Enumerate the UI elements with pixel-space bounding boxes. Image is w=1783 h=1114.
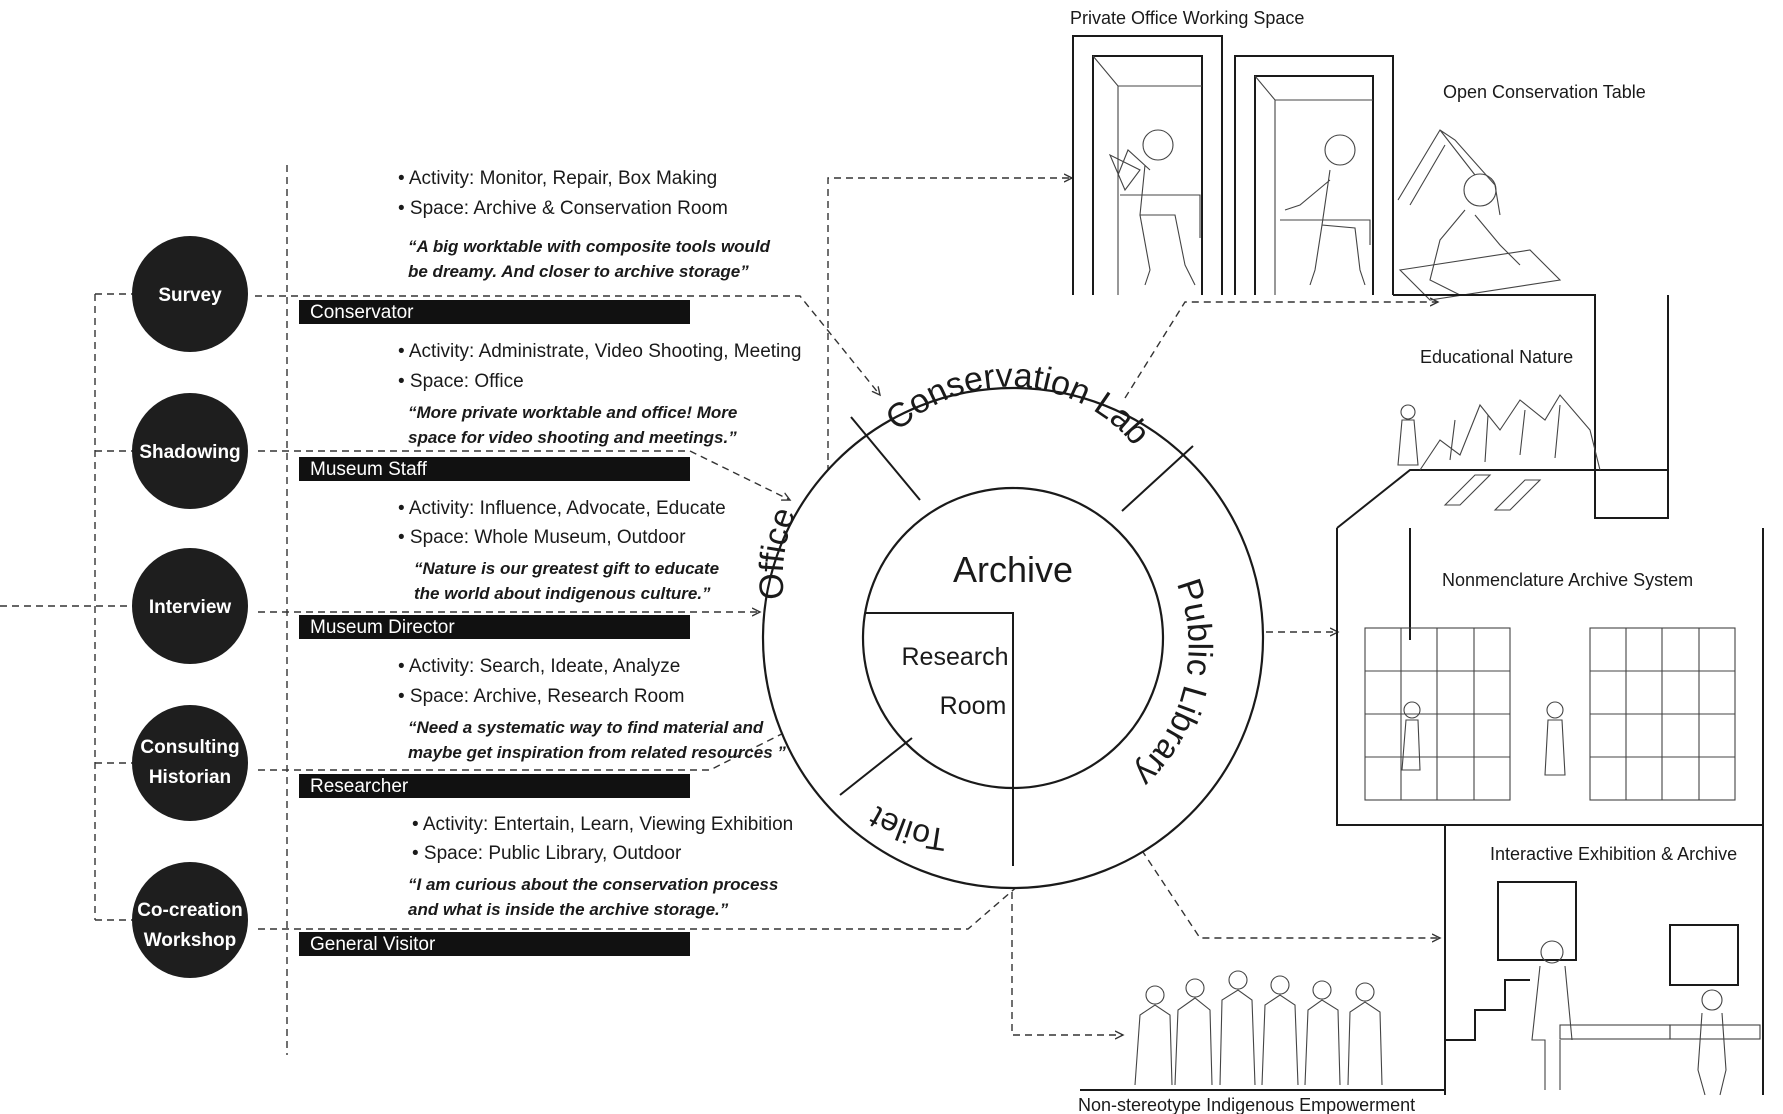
flow-lab-to-table	[1124, 302, 1438, 399]
persona-space: • Space: Public Library, Outdoor	[412, 843, 682, 864]
method-circle-co-creation-workshop: Co-creation Workshop	[132, 862, 248, 978]
space-ring: Archive Research Room Conservation Lab P…	[752, 357, 1265, 890]
ring-divider	[1121, 445, 1194, 512]
scene-title-private-office: Private Office Working Space	[1070, 8, 1304, 28]
person-sketch-writer	[1284, 134, 1366, 286]
archive-label: Archive	[953, 549, 1073, 590]
method-label-interview: Interview	[149, 597, 232, 618]
exhibit-bench	[1669, 1024, 1761, 1040]
persona-activity: • Activity: Administrate, Video Shooting…	[398, 341, 801, 362]
persona-role-label: Researcher	[310, 776, 409, 797]
shelving-unit-left	[1364, 627, 1511, 801]
exhibition-room-outline	[1444, 825, 1764, 1095]
scene-title-archive-system: Nonmenclature Archive System	[1442, 570, 1693, 590]
scene-title-educational-nature: Educational Nature	[1420, 347, 1573, 367]
scene-archive-system: Nonmenclature Archive System	[1336, 528, 1764, 826]
flow-conservator-to-lab	[255, 295, 880, 395]
scene-open-table: Open Conservation Table	[1393, 82, 1669, 519]
scene-title-interactive-exhibition: Interactive Exhibition & Archive	[1490, 844, 1737, 864]
research-room-label-2: Room	[940, 692, 1007, 720]
method-connectors	[95, 293, 135, 921]
group-sketch-dancers	[1134, 970, 1383, 1086]
persona-role-label: Conservator	[310, 302, 414, 323]
research-room-label-1: Research	[902, 643, 1009, 671]
booth-frame-left	[1072, 35, 1223, 295]
method-label-consulting: Consulting	[140, 737, 239, 758]
ring-divider	[850, 416, 921, 501]
persona-role-bar	[299, 615, 690, 639]
persona-space: • Space: Archive & Conservation Room	[398, 198, 728, 219]
exhibition-steps	[1445, 979, 1530, 1041]
flow-toilet-to-empowerment	[1011, 868, 1123, 1035]
person-sketch-browsers	[1401, 701, 1566, 776]
research-room-outline	[865, 612, 1014, 788]
persona-quote-line: “Need a systematic way to find material …	[408, 718, 764, 737]
booth-frame-right	[1234, 55, 1394, 295]
persona-role-label: General Visitor	[310, 934, 436, 955]
exhibit-frame	[1497, 881, 1577, 961]
persona-quote-line: “More private worktable and office! More	[408, 403, 737, 422]
vegetation-sketch	[1419, 394, 1601, 471]
scene-interactive-exhibition: Interactive Exhibition & Archive	[1444, 825, 1764, 1096]
method-circle-shadowing: Shadowing	[132, 393, 248, 509]
method-label-survey: Survey	[158, 285, 222, 306]
persona-quote-line: be dreamy. And closer to archive storage…	[408, 262, 749, 281]
flow-office-to-private	[827, 178, 1072, 508]
persona-activity: • Activity: Search, Ideate, Analyze	[398, 656, 680, 677]
persona-role-bar	[299, 300, 690, 324]
exhibit-frame	[1669, 924, 1739, 986]
method-label-workshop: Workshop	[144, 930, 237, 951]
nature-platform-edge	[1336, 469, 1668, 529]
persona-quote-line: “A big worktable with composite tools wo…	[408, 237, 771, 256]
persona-block-researcher: • Activity: Search, Ideate, Analyze • Sp…	[299, 656, 786, 798]
method-label-co-creation: Co-creation	[137, 900, 243, 921]
person-sketch-visitor	[1531, 940, 1727, 1096]
persona-block-general-visitor: • Activity: Entertain, Learn, Viewing Ex…	[299, 814, 793, 956]
scene-title-open-table: Open Conservation Table	[1443, 82, 1646, 102]
persona-quote-line: and what is inside the archive storage.”	[408, 900, 729, 919]
scene-private-office: Private Office Working Space	[1070, 8, 1394, 295]
shelving-unit-right	[1589, 627, 1736, 801]
persona-role-bar	[299, 457, 690, 481]
method-circle-consulting-historian: Consulting Historian	[132, 705, 248, 821]
persona-quote-line: the world about indigenous culture.”	[414, 584, 711, 603]
persona-activity: • Activity: Entertain, Learn, Viewing Ex…	[412, 814, 793, 835]
persona-role-bar	[299, 932, 690, 956]
method-circle-survey: Survey	[132, 236, 248, 352]
table-platform-outline	[1440, 294, 1669, 519]
flow-staff-to-office	[258, 450, 790, 500]
method-circle-interview: Interview	[132, 548, 248, 664]
person-sketch-conservator	[1429, 173, 1521, 296]
method-label-historian: Historian	[149, 767, 231, 788]
method-timeline	[0, 165, 288, 1055]
persona-quote-line: “Nature is our greatest gift to educate	[414, 559, 719, 578]
persona-block-conservator: • Activity: Monitor, Repair, Box Making …	[299, 168, 771, 324]
flow-library-to-exhibition	[1134, 839, 1440, 938]
person-sketch-guide	[1397, 404, 1419, 466]
method-label-shadowing: Shadowing	[139, 442, 240, 463]
persona-space: • Space: Archive, Research Room	[398, 686, 685, 707]
persona-space: • Space: Office	[398, 371, 524, 392]
persona-block-museum-staff: • Activity: Administrate, Video Shooting…	[299, 341, 801, 481]
scene-indigenous-empowerment: Non-stereotype Indigenous Empowerment	[1078, 970, 1445, 1114]
persona-quote-line: space for video shooting and meetings.”	[408, 428, 737, 447]
persona-quote-line: maybe get inspiration from related resou…	[408, 743, 786, 762]
scene-title-empowerment: Non-stereotype Indigenous Empowerment	[1078, 1095, 1415, 1114]
archive-room-outline	[1336, 528, 1764, 826]
scene-educational-nature: Educational Nature	[1336, 347, 1668, 529]
persona-space: • Space: Whole Museum, Outdoor	[398, 527, 686, 548]
persona-activity: • Activity: Influence, Advocate, Educate	[398, 498, 726, 519]
persona-block-museum-director: • Activity: Influence, Advocate, Educate…	[299, 498, 726, 639]
persona-role-label: Museum Staff	[310, 459, 428, 480]
exhibit-bench	[1559, 1024, 1671, 1040]
ring-divider	[839, 737, 913, 796]
persona-activity: • Activity: Monitor, Repair, Box Making	[398, 168, 717, 189]
persona-role-label: Museum Director	[310, 617, 455, 638]
worktable-sketch	[1398, 249, 1562, 301]
person-sketch-reader	[1108, 129, 1196, 286]
persona-role-bar	[299, 774, 690, 798]
persona-quote-line: “I am curious about the conservation pro…	[408, 875, 778, 894]
